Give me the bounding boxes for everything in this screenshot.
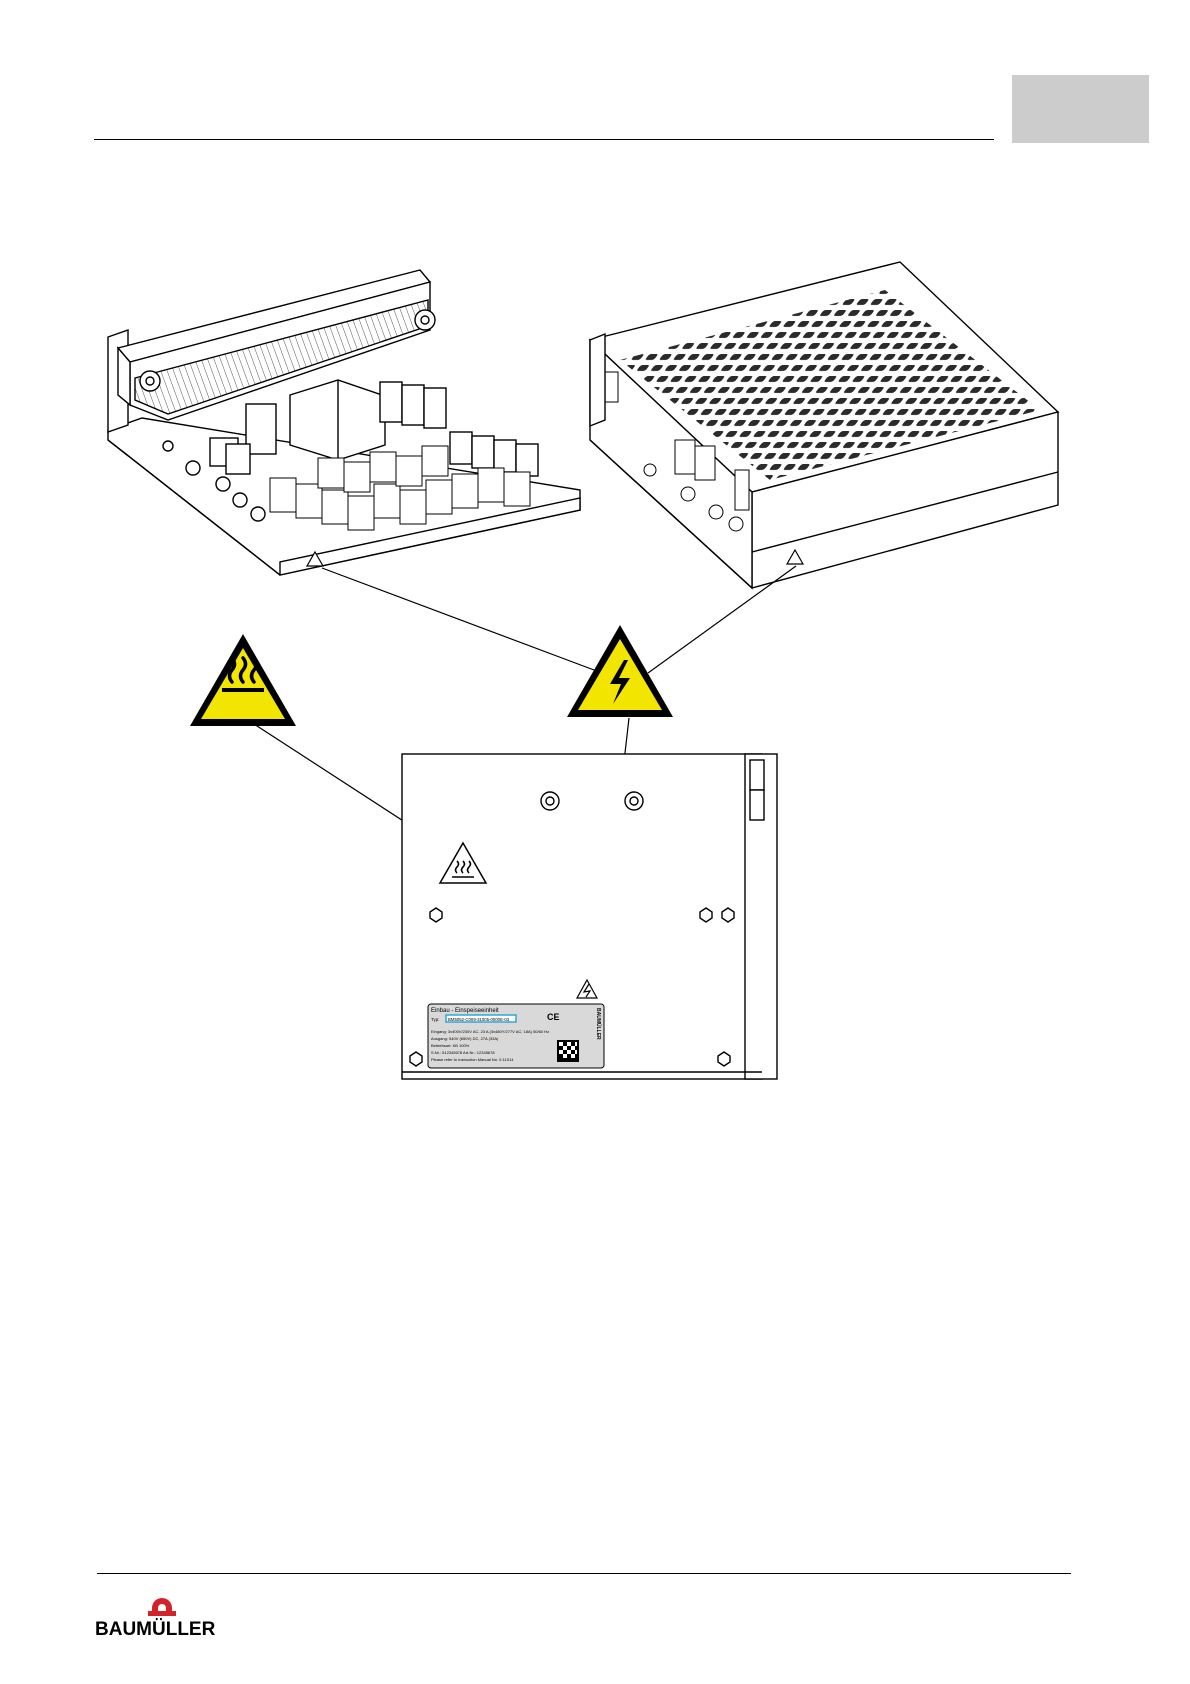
closed-unit-drawing — [590, 262, 1058, 588]
open-unit-drawing — [108, 270, 580, 575]
nameplate-line: Eingang: 3x400V/230V AC, 23 A (3x480Y/27… — [431, 1029, 549, 1034]
electrical-voltage-warning-icon — [567, 625, 673, 717]
nameplate-title: Einbau - Einspeiseeinheit — [431, 1008, 499, 1014]
nameplate-ce-mark: CE — [547, 1012, 560, 1022]
nameplate-line: Please refer to Instruction Manual No. 5… — [431, 1057, 514, 1062]
nameplate-line: Ausgang: 540V (650V) DC, 27A (33A) — [431, 1036, 499, 1041]
footer-rule — [97, 1573, 1071, 1574]
nameplate-side-brand: BAUMÜLLER — [595, 1008, 602, 1040]
hot-surface-warning-icon — [190, 634, 296, 726]
nameplate-line: Betriebsart: KB 100% — [431, 1043, 470, 1048]
nameplate-line: S.Nr.: 512345678 Art-Nr.: 12345678 — [431, 1050, 495, 1055]
logo-emblem-icon — [148, 1598, 176, 1616]
logo-wordmark: BAUMÜLLER — [95, 1619, 216, 1640]
nameplate-type-label: Typ: — [431, 1017, 440, 1022]
baumueller-logo: BAUMÜLLER — [95, 1590, 245, 1650]
nameplate-type-value: BM5052-C009-31005-0000E-03 — [448, 1017, 510, 1022]
